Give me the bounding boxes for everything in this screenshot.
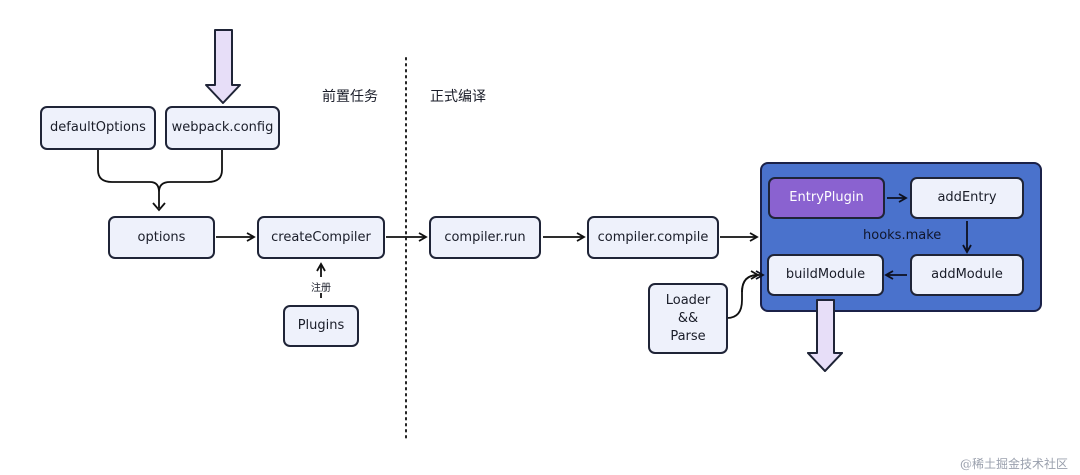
- watermark: @稀土掘金技术社区: [960, 457, 1069, 471]
- hooks-make-label: hooks.make: [863, 228, 942, 243]
- node-options: options: [108, 216, 215, 259]
- parse-line: Parse: [670, 328, 706, 344]
- node-compiler-compile: compiler.compile: [587, 216, 719, 259]
- loader-line: Loader: [665, 292, 711, 308]
- node-add-entry: addEntry: [910, 177, 1024, 219]
- node-compiler-run: compiler.run: [429, 216, 541, 259]
- node-webpack-config: webpack.config: [165, 106, 280, 150]
- node-loader-parse: Loader && Parse: [648, 283, 728, 354]
- merge-arrowhead: [152, 202, 166, 212]
- node-create-compiler: createCompiler: [257, 216, 385, 259]
- loader-connector-front: [741, 270, 765, 293]
- register-label: 注册: [311, 283, 331, 294]
- input-big-arrow: [205, 29, 241, 104]
- node-plugins: Plugins: [283, 305, 359, 347]
- output-big-arrow-front: [807, 299, 843, 372]
- and-line: &&: [677, 310, 699, 326]
- phase-compile-label: 正式编译: [430, 89, 486, 105]
- merge-connector: [97, 150, 223, 208]
- node-default-options: defaultOptions: [40, 106, 156, 150]
- phase-pre-label: 前置任务: [322, 89, 378, 105]
- node-entry-plugin: EntryPlugin: [768, 177, 885, 219]
- node-build-module: buildModule: [767, 254, 884, 296]
- node-add-module: addModule: [910, 254, 1024, 296]
